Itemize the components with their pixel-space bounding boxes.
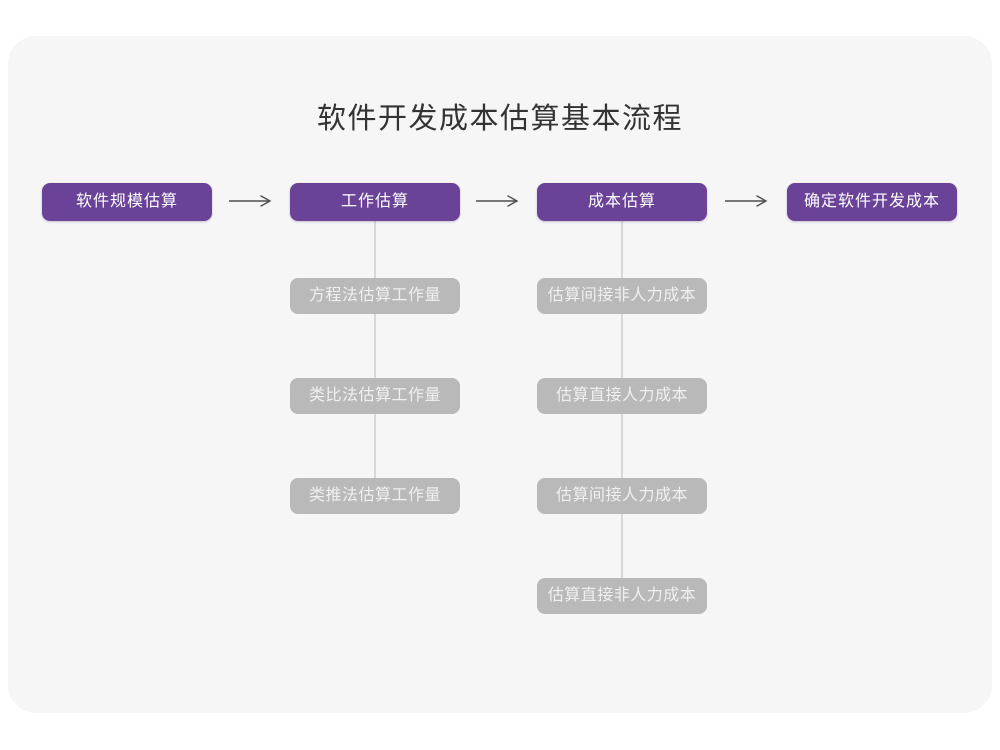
- connector-line-work-column: [374, 221, 376, 497]
- sub-node-direct-labor-cost: 估算直接人力成本: [537, 378, 707, 414]
- right-arrow-icon: [228, 195, 274, 207]
- sub-node-analogy-method-workload: 类比法估算工作量: [290, 378, 460, 414]
- flow-node-determine-development-cost: 确定软件开发成本: [787, 183, 957, 221]
- sub-node-direct-non-labor-cost: 估算直接非人力成本: [537, 578, 707, 614]
- sub-node-extrapolation-method-workload: 类推法估算工作量: [290, 478, 460, 514]
- right-arrow-icon: [724, 195, 770, 207]
- right-arrow-icon: [475, 195, 521, 207]
- sub-node-indirect-labor-cost: 估算间接人力成本: [537, 478, 707, 514]
- flow-node-software-scale-estimation: 软件规模估算: [42, 183, 212, 221]
- diagram-title: 软件开发成本估算基本流程: [316, 103, 683, 135]
- flow-node-cost-estimation: 成本估算: [537, 183, 707, 221]
- diagram-card: [8, 36, 992, 713]
- sub-node-equation-method-workload: 方程法估算工作量: [290, 278, 460, 314]
- sub-node-indirect-non-labor-cost: 估算间接非人力成本: [537, 278, 707, 314]
- flow-node-work-estimation: 工作估算: [290, 183, 460, 221]
